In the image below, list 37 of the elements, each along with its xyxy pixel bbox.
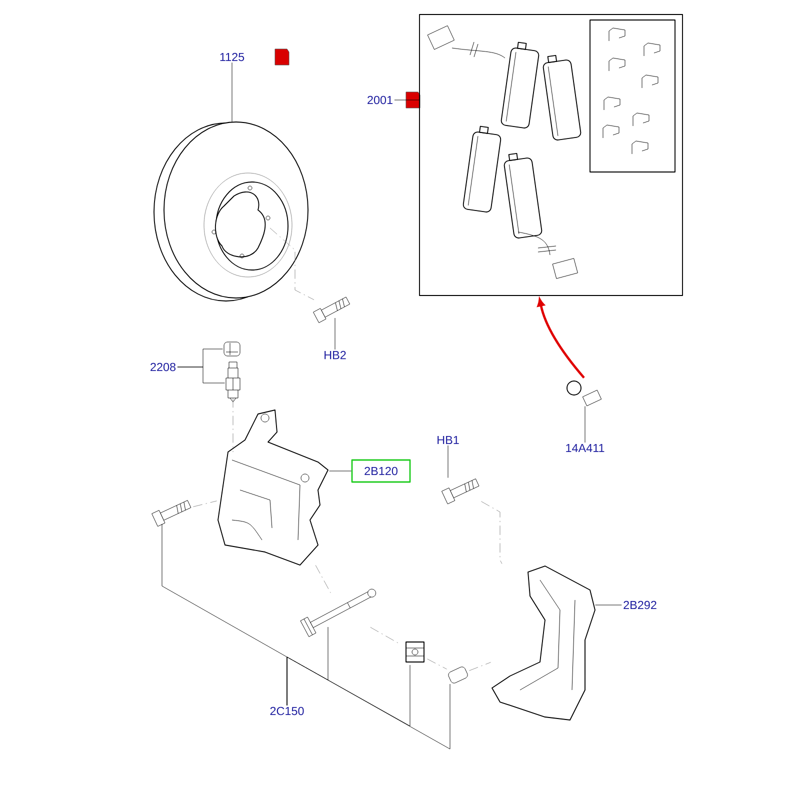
center-line: [370, 627, 401, 645]
leader-line: [334, 318, 336, 350]
brake-pad-kit-drawing: [419, 14, 683, 296]
bolt-drawing: [152, 500, 192, 527]
callout-number: 14A411: [566, 444, 604, 452]
brake-caliper-drawing: [218, 410, 328, 566]
callout-number: 2208: [150, 362, 176, 372]
callout-number: 2001: [368, 96, 392, 104]
center-line: [481, 501, 502, 564]
arrow: [537, 298, 585, 379]
highlighted-callout: 2B120: [351, 459, 411, 483]
leader-line: [177, 366, 225, 384]
center-line: [193, 500, 217, 507]
leader-line: [584, 406, 586, 443]
center-line: [469, 662, 491, 671]
callout-number: HB1: [438, 436, 459, 444]
caliper-carrier-drawing: [492, 566, 596, 720]
brake-disc-drawing: [154, 122, 308, 302]
leader-line: [595, 604, 622, 606]
leader-line: [329, 470, 352, 472]
center-line: [270, 228, 314, 300]
callout-number: 2C150: [270, 706, 304, 716]
callout-number: HB2: [324, 350, 346, 360]
bolt-drawing: [313, 296, 350, 323]
leader-line: [286, 656, 450, 750]
bolt-drawing: [442, 478, 480, 504]
guide-pin-drawing: [300, 588, 376, 637]
callout-number: 2B292: [624, 600, 656, 610]
bleed-screw-drawing: [226, 362, 240, 402]
callout-number: 1125: [220, 52, 244, 62]
cap-drawing: [448, 666, 468, 684]
center-line: [315, 565, 331, 593]
center-line: [427, 658, 447, 670]
bleed-cap-drawing: [224, 342, 240, 356]
center-line: [232, 398, 234, 452]
bush-drawing: [406, 642, 424, 662]
wear-sensor-drawing: [566, 380, 602, 406]
